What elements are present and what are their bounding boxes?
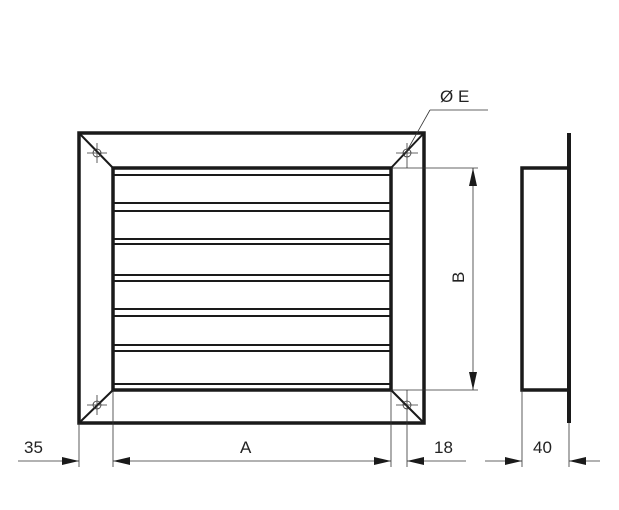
dimension-label-b: B (449, 272, 468, 283)
mounting-holes (87, 143, 418, 415)
outer-frame (77, 131, 426, 425)
side-view (520, 133, 571, 423)
dimension-label-e: Ø E (440, 87, 469, 106)
mounting-hole-icon (396, 143, 418, 168)
dimension-18: 18 (407, 438, 466, 465)
dimension-label-35: 35 (24, 438, 43, 457)
front-view (77, 131, 426, 425)
hole-diameter-leader: Ø E (403, 87, 488, 157)
dimension-label-40: 40 (533, 438, 552, 457)
louvers (113, 174, 391, 385)
dimension-label-a: A (240, 438, 252, 457)
inner-opening (111, 166, 393, 392)
extension-lines (78, 167, 570, 467)
dimension-40: 40 (485, 438, 600, 465)
dimension-b: B (449, 168, 477, 390)
mounting-hole-icon (87, 395, 107, 415)
corner-diagonals (78, 132, 425, 424)
mounting-hole-icon (396, 390, 418, 415)
mounting-hole-icon (87, 143, 107, 163)
dimension-a: A (113, 438, 391, 465)
dimension-label-18: 18 (434, 438, 453, 457)
dimension-35: 35 (18, 438, 79, 465)
